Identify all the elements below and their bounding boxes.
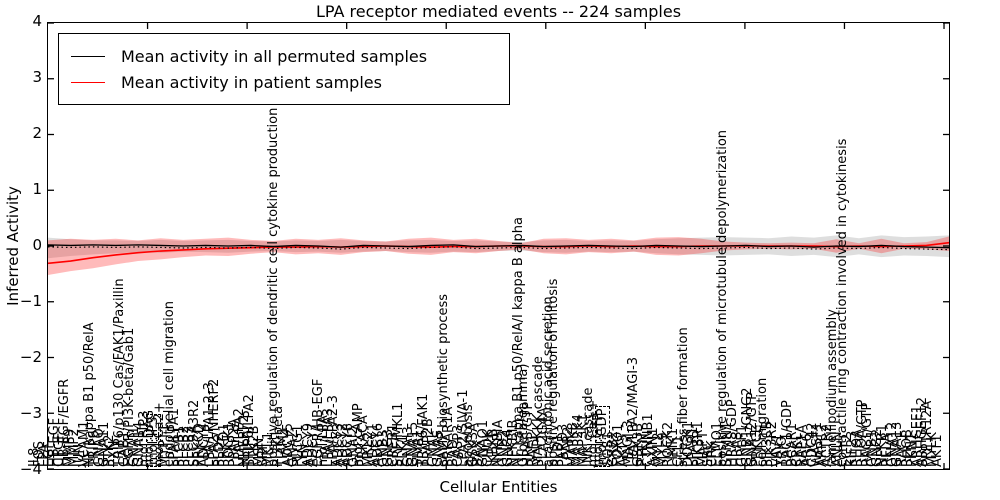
x-tick-label: AKT1	[930, 434, 945, 467]
legend-label-patient: Mean activity in patient samples	[121, 72, 382, 92]
chart-title: LPA receptor mediated events -- 224 samp…	[315, 2, 682, 21]
patient-line-swatch	[71, 81, 105, 83]
permuted-mean-line	[48, 244, 949, 249]
chart-canvas	[48, 23, 949, 469]
y-tick-label: 2	[32, 124, 42, 142]
y-tick-label: −1	[19, 292, 42, 310]
y-tick-label: 4	[32, 12, 42, 30]
x-tick-label: contractile ring contraction involved in…	[835, 138, 851, 467]
legend-label-permuted: Mean activity in all permuted samples	[121, 46, 428, 66]
y-tick-label: −2	[19, 348, 42, 366]
y-tick-label: −3	[19, 404, 42, 422]
legend-box: Mean activity in all permuted samples Me…	[58, 33, 510, 105]
confidence-band	[48, 235, 949, 259]
y-tick-label: 0	[32, 236, 42, 254]
legend-entry-patient: Mean activity in patient samples	[71, 69, 499, 95]
y-tick-label: 3	[32, 68, 42, 86]
y-tick-label: −4	[19, 460, 42, 478]
permuted-line-swatch	[71, 55, 105, 57]
y-tick-label: 1	[32, 180, 42, 198]
permuted-median-dotted-line	[48, 246, 949, 251]
legend-entry-permuted: Mean activity in all permuted samples	[71, 43, 499, 69]
x-axis-label: Cellular Entities	[439, 478, 558, 496]
